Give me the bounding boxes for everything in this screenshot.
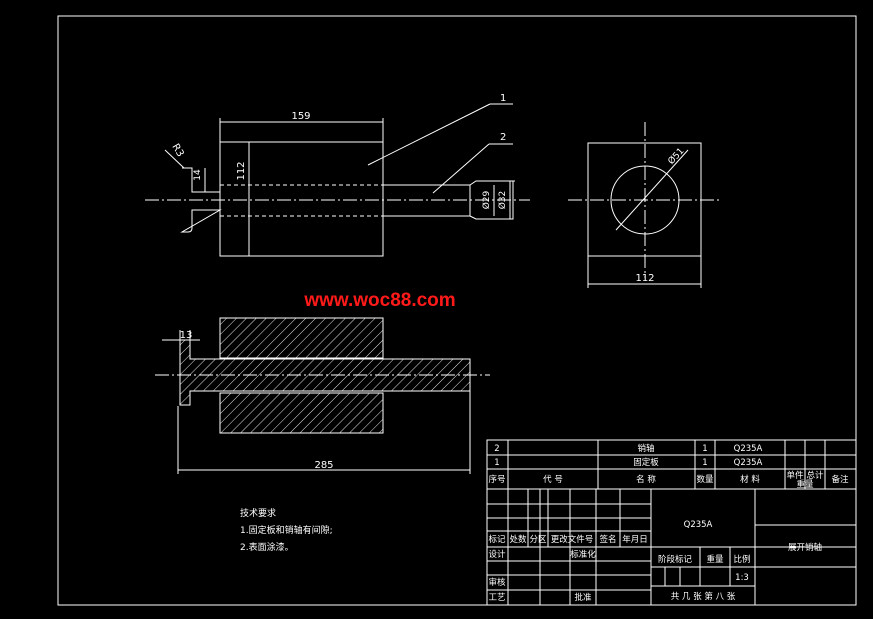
header-no: 序号 xyxy=(488,474,505,485)
part-row-1-no: 1 xyxy=(494,458,499,468)
side-dia-label: Ø51 xyxy=(666,146,687,167)
tb-approve: 批准 xyxy=(574,592,592,603)
part-row-1-material: Q235A xyxy=(734,458,763,468)
notes-title: 技术要求 xyxy=(240,507,276,519)
tb-stage-mark: 阶段标记 xyxy=(658,554,693,565)
side-view xyxy=(568,122,722,288)
dim-head-label: 13 xyxy=(180,330,193,341)
part-2-leader-label: 2 xyxy=(500,132,506,143)
tb-scale: 1:3 xyxy=(735,573,749,583)
section-view xyxy=(155,317,490,474)
dim-dia-small-label: Ø29 xyxy=(481,190,492,209)
tb-process: 工艺 xyxy=(488,593,505,603)
front-view xyxy=(145,103,530,257)
dim-length-label: 159 xyxy=(291,111,310,122)
header-remark: 备注 xyxy=(831,474,849,485)
header-code: 代 号 xyxy=(543,474,563,485)
dim-height-label: 112 xyxy=(236,161,247,180)
tb-zone: 分区 xyxy=(529,535,547,545)
dim-total-label: 285 xyxy=(314,460,333,471)
tb-count: 处数 xyxy=(509,534,527,545)
drawing-border xyxy=(57,15,857,606)
tb-scale-label: 比例 xyxy=(733,554,750,565)
title-block: 2 销轴 1 Q235A 1 固定板 1 Q235A 序号 代 号 名 称 数量… xyxy=(486,439,857,606)
tb-standard: 标准化 xyxy=(570,549,596,560)
dim-dia-large-label: Ø32 xyxy=(497,191,508,210)
header-name: 名 称 xyxy=(636,474,656,485)
technical-notes: 技术要求 1.固定板和销轴有间隙; 2.表面涂漆。 xyxy=(240,507,333,553)
tb-date: 年月日 xyxy=(622,534,648,545)
header-unit: 单件 xyxy=(786,470,804,481)
part-row-2-name: 销轴 xyxy=(637,443,654,454)
tb-weight: 重量 xyxy=(706,554,724,565)
tb-sheets: 共 几 张 第 八 张 xyxy=(671,591,736,602)
title-material: Q235A xyxy=(684,520,713,530)
header-qty: 数量 xyxy=(696,474,714,485)
fixed-plate-outline xyxy=(219,141,384,257)
part-row-2-no: 2 xyxy=(494,444,499,454)
side-width-label: 112 xyxy=(635,273,654,284)
section-view-labels: 13 285 xyxy=(180,330,334,471)
notes-line-2: 2.表面涂漆。 xyxy=(240,541,294,553)
part-1-leader-label: 1 xyxy=(500,93,506,104)
tb-review: 审核 xyxy=(488,577,506,588)
watermark: www.woc88.com xyxy=(304,290,456,311)
tb-design: 设计 xyxy=(488,549,506,560)
tb-mark: 标记 xyxy=(488,534,506,545)
part-row-2-qty: 1 xyxy=(702,444,707,454)
part-row-1-name: 固定板 xyxy=(633,457,659,468)
title-drawing-name: 展开销轴 xyxy=(788,542,822,553)
tb-signature: 签名 xyxy=(599,534,616,545)
header-material: 材 料 xyxy=(740,474,760,485)
tb-change-doc: 更改文件号 xyxy=(551,534,594,545)
part-row-2-material: Q235A xyxy=(734,444,763,454)
dim-step-label: 14 xyxy=(193,169,203,181)
header-weight: 重量 xyxy=(796,479,814,490)
part-row-1-qty: 1 xyxy=(702,458,707,468)
header-total: 总计 xyxy=(806,470,824,481)
notes-line-1: 1.固定板和销轴有间隙; xyxy=(240,524,333,536)
